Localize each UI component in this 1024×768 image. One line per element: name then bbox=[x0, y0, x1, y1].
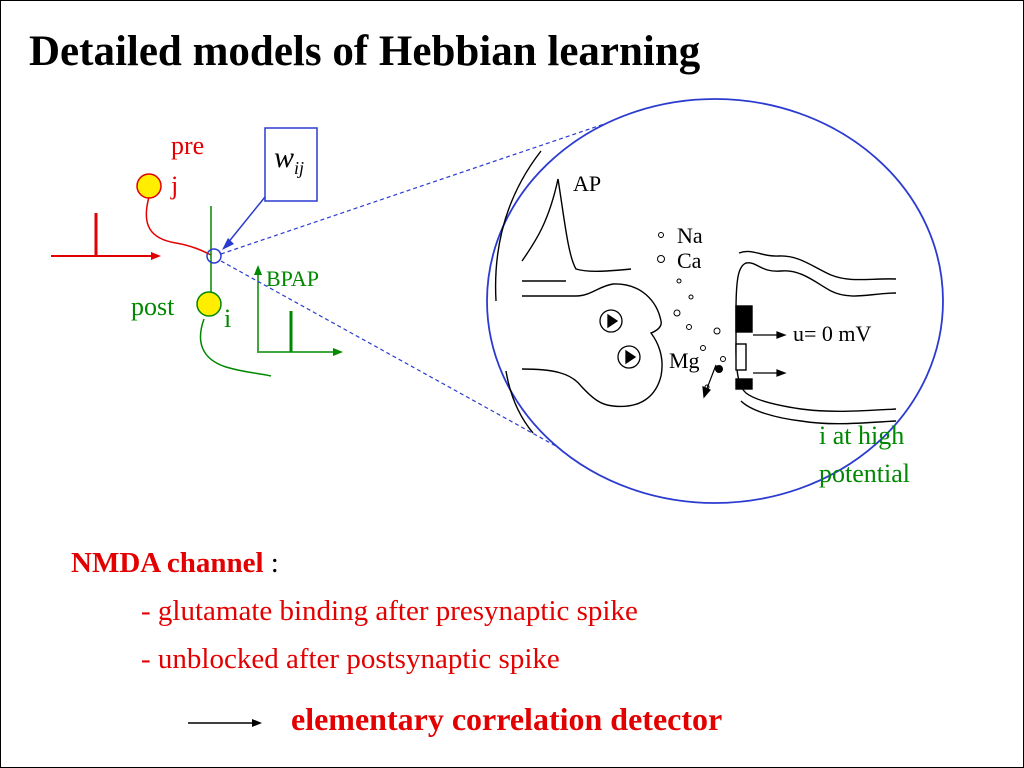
nmda-bullet: - glutamate binding after presynaptic sp… bbox=[141, 595, 638, 627]
slide-title: Detailed models of Hebbian learning bbox=[29, 28, 701, 75]
zoom-line-top bbox=[220, 120, 614, 255]
post-axon bbox=[199, 318, 272, 377]
post-label: post bbox=[131, 292, 175, 321]
pre-spike-arrow bbox=[51, 213, 161, 260]
post-neuron bbox=[196, 291, 222, 317]
ion-flow-arrows bbox=[702, 331, 787, 399]
weight-box bbox=[264, 127, 318, 202]
nmda-heading-suffix: : bbox=[263, 547, 279, 579]
conclusion-text: elementary correlation detector bbox=[291, 701, 723, 737]
pre-index-label: j bbox=[171, 171, 179, 200]
weight-label: wij bbox=[274, 141, 304, 179]
pre-axon bbox=[145, 196, 212, 256]
bpap-label: BPAP bbox=[266, 266, 320, 291]
na-label: Na bbox=[677, 223, 703, 248]
vesicles bbox=[599, 309, 641, 369]
weight-subscript: ij bbox=[294, 158, 305, 178]
high-potential-note-line2: potential bbox=[819, 459, 910, 488]
ap-label: AP bbox=[573, 171, 602, 196]
pre-neuron bbox=[136, 173, 162, 199]
weight-arrow bbox=[222, 196, 266, 250]
mg-label: Mg bbox=[669, 348, 700, 373]
weight-symbol: w bbox=[274, 141, 295, 174]
nmda-heading: NMDA channel : bbox=[71, 539, 638, 587]
synapse-detail bbox=[494, 150, 897, 434]
post-index-label: i bbox=[224, 304, 232, 333]
voltage-label: u= 0 mV bbox=[793, 321, 872, 346]
nmda-bullet: - unblocked after postsynaptic spike bbox=[141, 643, 560, 675]
nmda-block: NMDA channel : - glutamate binding after… bbox=[71, 539, 638, 683]
bpap-arrow bbox=[254, 265, 262, 353]
conclusion-arrow bbox=[188, 719, 262, 727]
post-spike-arrow bbox=[259, 311, 343, 356]
ca-label: Ca bbox=[677, 248, 702, 273]
high-potential-note-line1: i at high bbox=[819, 421, 905, 450]
zoom-line-bottom bbox=[220, 260, 602, 472]
pre-label: pre bbox=[171, 131, 205, 160]
synapse-marker bbox=[206, 248, 222, 264]
nmda-heading-keyword: NMDA channel bbox=[71, 547, 264, 579]
